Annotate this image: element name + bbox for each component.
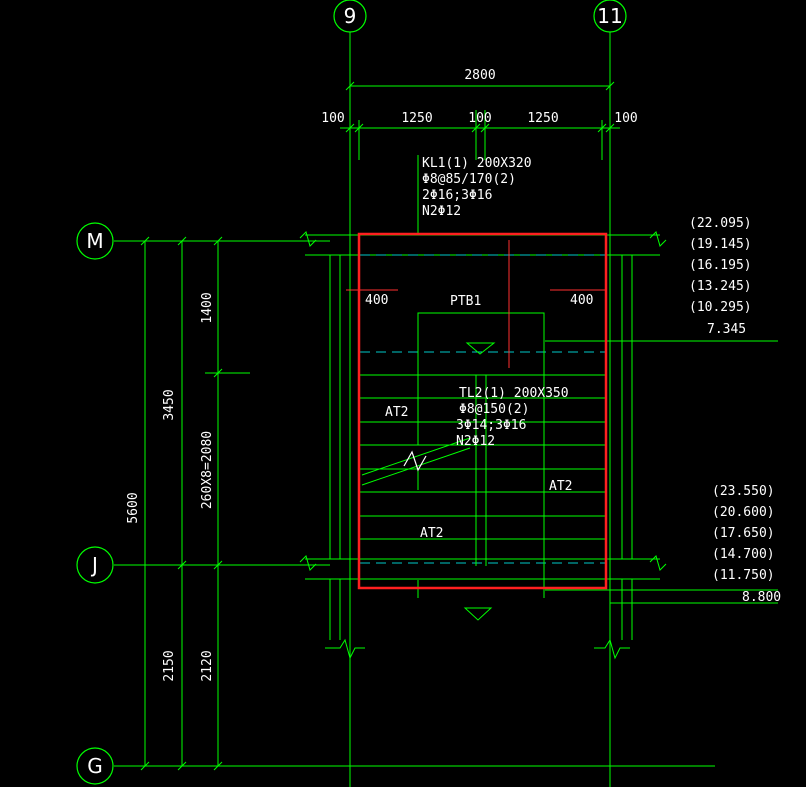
- axis-bubble-9: [333, 0, 367, 33]
- kl1-line2: Φ8@85/170(2): [422, 172, 516, 187]
- kl1-line1: KL1(1) 200X320: [422, 156, 532, 171]
- axis-label-m: M: [86, 229, 103, 253]
- dim-tick: [605, 81, 615, 91]
- axis-label-j: J: [90, 553, 98, 577]
- slab-label-ptb1: PTB1: [450, 294, 481, 309]
- axis-label-g: G: [87, 754, 103, 778]
- elev-upper-4: (13.245): [689, 279, 752, 294]
- elev-lower-1: (23.550): [712, 484, 775, 499]
- dim-tick: [345, 123, 355, 133]
- dim-tick: [345, 81, 355, 91]
- elev-lower-4: (14.700): [712, 547, 775, 562]
- dim-tick: [471, 123, 481, 133]
- dim-seg-4: 1250: [527, 111, 558, 126]
- tl2-line2: Φ8@150(2): [459, 402, 529, 417]
- dim-seg-1: 100: [321, 111, 344, 126]
- elev-lower-6: 8.800: [742, 590, 781, 605]
- axis-label-9: 9: [344, 4, 357, 28]
- stair-break-symbol: [403, 450, 427, 472]
- dim-tick: [480, 123, 490, 133]
- elev-upper-1: (22.095): [689, 216, 752, 231]
- elev-lower-5: (11.750): [712, 568, 775, 583]
- axis-bubble-g: [76, 747, 114, 785]
- elevation-marker: [463, 607, 493, 621]
- offset-label-left: 400: [365, 293, 388, 308]
- ptb1-outline: [417, 312, 545, 375]
- flight-label-at2-a: AT2: [385, 405, 408, 420]
- axis-bubble-11: [593, 0, 627, 33]
- elev-upper-5: (10.295): [689, 300, 752, 315]
- axis-label-11: 11: [597, 4, 622, 28]
- elev-upper-6: 7.345: [707, 322, 746, 337]
- axis-bubble-j: [76, 546, 114, 584]
- break-mark: [299, 555, 317, 571]
- flight-label-at2-c: AT2: [420, 526, 443, 541]
- highlight-box: [357, 232, 608, 590]
- dim-seg-5: 100: [614, 111, 637, 126]
- kl1-line4: N2Φ12: [422, 204, 461, 219]
- dim-overall-width: 2800: [464, 68, 495, 83]
- dim-left-2120: 2120: [200, 650, 215, 681]
- elevation-marker: [465, 342, 496, 355]
- tl2-line4: N2Φ12: [456, 434, 495, 449]
- kl1-line3: 2Φ16;3Φ16: [422, 188, 492, 203]
- dim-left-flight: 260X8=2080: [200, 431, 215, 509]
- elev-upper-3: (16.195): [689, 258, 752, 273]
- dim-seg-3: 100: [468, 111, 491, 126]
- break-mark: [325, 638, 365, 660]
- dim-left-5600: 5600: [126, 492, 141, 523]
- dim-left-2150: 2150: [162, 650, 177, 681]
- dim-tick: [605, 123, 615, 133]
- tl2-line3: 3Φ14;3Φ16: [456, 418, 526, 433]
- elev-lower-2: (20.600): [712, 505, 775, 520]
- tl2-line1: TL2(1) 200X350: [459, 386, 569, 401]
- dim-tick: [354, 123, 364, 133]
- dim-tick: [597, 123, 607, 133]
- dim-seg-2: 1250: [401, 111, 432, 126]
- dim-left-1400: 1400: [200, 292, 215, 323]
- break-mark: [649, 555, 667, 571]
- elev-upper-2: (19.145): [689, 237, 752, 252]
- axis-bubble-m: [76, 222, 114, 260]
- section-cut-line: [361, 437, 471, 476]
- elev-lower-3: (17.650): [712, 526, 775, 541]
- break-mark: [594, 638, 630, 660]
- break-mark: [649, 231, 667, 247]
- dim-left-3450: 3450: [162, 389, 177, 420]
- offset-label-right: 400: [570, 293, 593, 308]
- break-mark: [299, 231, 317, 247]
- flight-label-at2-b: AT2: [549, 479, 572, 494]
